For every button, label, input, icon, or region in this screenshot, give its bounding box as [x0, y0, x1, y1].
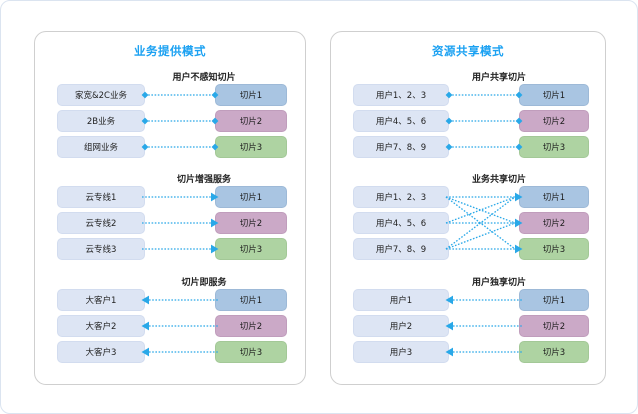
- panel-title: 业务提供模式: [134, 44, 206, 58]
- slice-node[interactable]: 切片2: [215, 315, 287, 337]
- connector-diamond-icon: [445, 136, 523, 158]
- slice-node[interactable]: 切片2: [215, 212, 287, 234]
- connector-arrow-left-icon: [141, 315, 219, 337]
- group-rows: 用户1、2、3 切片1 用户4、5、6 切片2 用户7、8、9 切片3: [331, 84, 605, 158]
- group-header: 切片增强服务: [176, 175, 231, 185]
- connector-arrow-left-icon: [445, 289, 523, 311]
- diagram-row: 用户7、8、9 切片3: [331, 238, 605, 260]
- source-node[interactable]: 大客户2: [57, 315, 145, 337]
- group-rows: 大客户1 切片1 大客户2 切片2 大客户3 切片3: [35, 289, 305, 363]
- connector-arrow-right-icon: [141, 212, 219, 234]
- connector-diamond-icon: [141, 110, 219, 132]
- group-rows: 用户1、2、3 切片1 用户4、5、6 切片2 用户7、8、9 切片3: [331, 186, 605, 264]
- diagram-row: 用户1 切片1: [331, 289, 605, 311]
- source-node[interactable]: 云专线1: [57, 186, 145, 208]
- source-node[interactable]: 大客户1: [57, 289, 145, 311]
- slice-node[interactable]: 切片3: [519, 238, 589, 260]
- diagram-row: 组网业务 切片3: [35, 136, 305, 158]
- source-node[interactable]: 用户3: [353, 341, 449, 363]
- diagram-row: 用户4、5、6 切片2: [331, 212, 605, 234]
- source-node[interactable]: 用户7、8、9: [353, 238, 449, 260]
- slice-node[interactable]: 切片1: [519, 289, 589, 311]
- diagram-row: 用户2 切片2: [331, 315, 605, 337]
- diagram-row: 2B业务 切片2: [35, 110, 305, 132]
- slice-node[interactable]: 切片3: [519, 341, 589, 363]
- group-rows: 用户1 切片1 用户2 切片2 用户3 切片3: [331, 289, 605, 363]
- connector-diamond-icon: [445, 110, 523, 132]
- diagram-row: 大客户3 切片3: [35, 341, 305, 363]
- source-node[interactable]: 大客户3: [57, 341, 145, 363]
- connector-arrow-left-icon: [141, 341, 219, 363]
- slice-node[interactable]: 切片2: [519, 110, 589, 132]
- diagram-row: 云专线1 切片1: [35, 186, 305, 208]
- slice-node[interactable]: 切片1: [215, 186, 287, 208]
- group-rows: 家宽&2C业务 切片1 2B业务 切片2 组网业务 切片3: [35, 84, 305, 158]
- slice-node[interactable]: 切片1: [519, 186, 589, 208]
- slice-node[interactable]: 切片3: [215, 136, 287, 158]
- slice-node[interactable]: 切片3: [215, 341, 287, 363]
- panel-resource-sharing-mode: 资源共享模式 用户共享切片用户1、2、3 切片1 用户4、5、6 切片2 用户7、8、9…: [330, 31, 606, 385]
- source-node[interactable]: 用户7、8、9: [353, 136, 449, 158]
- connector-diamond-icon: [141, 136, 219, 158]
- group-header: 切片即服务: [181, 278, 227, 288]
- source-node[interactable]: 2B业务: [57, 110, 145, 132]
- connector-diamond-icon: [141, 84, 219, 106]
- connector-arrow-left-icon: [445, 315, 523, 337]
- connector-arrow-right-icon: [141, 186, 219, 208]
- diagram-row: 用户1、2、3 切片1: [331, 84, 605, 106]
- slice-node[interactable]: 切片2: [215, 110, 287, 132]
- group-header: 用户不感知切片: [172, 73, 236, 83]
- slice-node[interactable]: 切片1: [215, 289, 287, 311]
- diagram-row: 用户3 切片3: [331, 341, 605, 363]
- connector-arrow-left-icon: [445, 341, 523, 363]
- slice-node[interactable]: 切片2: [519, 212, 589, 234]
- group-header: 业务共享切片: [471, 175, 526, 185]
- slice-node[interactable]: 切片3: [215, 238, 287, 260]
- diagram-row: 用户1、2、3 切片1: [331, 186, 605, 208]
- group-rows: 云专线1 切片1 云专线2 切片2 云专线3 切片3: [35, 186, 305, 260]
- source-node[interactable]: 用户4、5、6: [353, 110, 449, 132]
- source-node[interactable]: 用户1: [353, 289, 449, 311]
- diagram-row: 家宽&2C业务 切片1: [35, 84, 305, 106]
- connector-diamond-icon: [445, 84, 523, 106]
- source-node[interactable]: 用户2: [353, 315, 449, 337]
- panel-title: 资源共享模式: [432, 44, 504, 58]
- diagram-row: 用户7、8、9 切片3: [331, 136, 605, 158]
- source-node[interactable]: 用户1、2、3: [353, 84, 449, 106]
- slice-node[interactable]: 切片3: [519, 136, 589, 158]
- slice-node[interactable]: 切片2: [519, 315, 589, 337]
- source-node[interactable]: 云专线3: [57, 238, 145, 260]
- group-header: 用户独享切片: [471, 278, 526, 288]
- slice-node[interactable]: 切片1: [215, 84, 287, 106]
- diagram-row: 用户4、5、6 切片2: [331, 110, 605, 132]
- diagram-row: 云专线2 切片2: [35, 212, 305, 234]
- slice-node[interactable]: 切片1: [519, 84, 589, 106]
- source-node[interactable]: 用户4、5、6: [353, 212, 449, 234]
- group-header: 用户共享切片: [471, 73, 526, 83]
- source-node[interactable]: 用户1、2、3: [353, 186, 449, 208]
- diagram-row: 大客户1 切片1: [35, 289, 305, 311]
- source-node[interactable]: 云专线2: [57, 212, 145, 234]
- connector-arrow-right-icon: [141, 238, 219, 260]
- source-node[interactable]: 组网业务: [57, 136, 145, 158]
- diagram-row: 大客户2 切片2: [35, 315, 305, 337]
- diagram-row: 云专线3 切片3: [35, 238, 305, 260]
- connector-arrow-left-icon: [141, 289, 219, 311]
- source-node[interactable]: 家宽&2C业务: [57, 84, 145, 106]
